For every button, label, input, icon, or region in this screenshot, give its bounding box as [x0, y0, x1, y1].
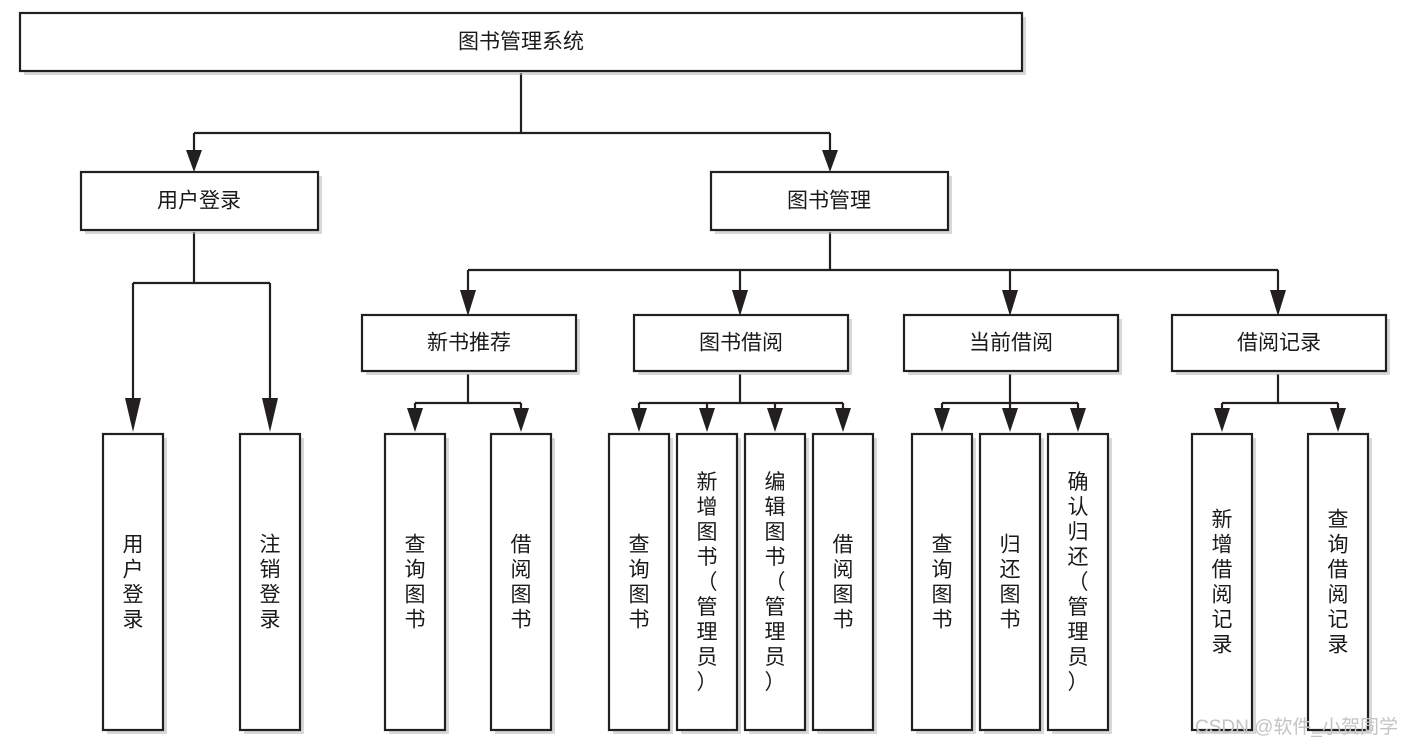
- node-leaf-user-login-label: 用户登录: [123, 534, 144, 632]
- node-book-management-box: [709, 170, 950, 232]
- node-new-book-recommend-box: [360, 313, 578, 373]
- arrow-user-login: [186, 150, 202, 172]
- node-leaf-borrow-book-box: [811, 432, 875, 732]
- arrow-query-book-recommend: [407, 408, 423, 432]
- node-leaf-query-borrow-record-box: [1306, 432, 1370, 732]
- node-leaf-return-book-label: 归还图书: [1000, 534, 1021, 632]
- node-leaf-confirm-return-label: 确认归还（管理员）: [1068, 471, 1089, 694]
- arrow-add-borrow-record: [1214, 408, 1230, 432]
- node-current-borrow[interactable]: 当前借阅: [902, 313, 1122, 375]
- node-leaf-return-book[interactable]: 归还图书: [978, 432, 1044, 734]
- node-leaf-borrow-book-recommend-label: 借阅图书: [511, 534, 532, 632]
- arrow-book-borrow: [732, 290, 748, 316]
- node-leaf-borrow-book-recommend[interactable]: 借阅图书: [489, 432, 555, 734]
- node-leaf-add-borrow-record-box: [1190, 432, 1254, 732]
- arrow-edit-book: [767, 408, 783, 432]
- node-root-box: [18, 11, 1024, 73]
- node-book-management-label: 图书管理: [787, 190, 871, 213]
- node-leaf-user-logout-box: [238, 432, 302, 732]
- arrow-borrow-record: [1270, 290, 1286, 316]
- arrow-new-book-recommend: [460, 290, 476, 316]
- node-root-label: 图书管理系统: [458, 31, 584, 54]
- node-leaf-confirm-return[interactable]: 确认归还（管理员）: [1046, 432, 1112, 734]
- node-leaf-query-book-recommend-label: 查询图书: [405, 534, 426, 632]
- node-borrow-record-box: [1170, 313, 1388, 373]
- arrow-add-book: [699, 408, 715, 432]
- node-root[interactable]: 图书管理系统: [18, 11, 1026, 75]
- node-leaf-query-book-recommend-box: [383, 432, 447, 732]
- arrow-book-management: [822, 150, 838, 172]
- node-current-borrow-label: 当前借阅: [969, 332, 1053, 355]
- node-new-book-recommend[interactable]: 新书推荐: [360, 313, 580, 375]
- node-leaf-query-borrow-record[interactable]: 查询借阅记录: [1306, 432, 1372, 734]
- node-new-book-recommend-label: 新书推荐: [427, 332, 511, 355]
- arrow-borrow-book: [835, 408, 851, 432]
- arrow-current-borrow: [1002, 290, 1018, 316]
- node-leaf-confirm-return-box: [1046, 432, 1110, 732]
- node-leaf-query-book-current-label: 查询图书: [932, 534, 953, 632]
- arrow-borrow-book-recommend: [513, 408, 529, 432]
- node-borrow-record-label: 借阅记录: [1237, 332, 1321, 355]
- node-book-borrow-label: 图书借阅: [699, 332, 783, 355]
- node-book-management[interactable]: 图书管理: [709, 170, 952, 234]
- arrow-confirm-return: [1070, 408, 1086, 432]
- node-leaf-add-book-label: 新增图书（管理员）: [697, 471, 718, 694]
- node-leaf-borrow-book-recommend-box: [489, 432, 553, 732]
- node-user-login[interactable]: 用户登录: [79, 170, 322, 234]
- arrow-query-book-current: [934, 408, 950, 432]
- csdn-watermark: CSDN @软件_小贺同学: [1195, 716, 1398, 738]
- node-leaf-query-book-borrow[interactable]: 查询图书: [607, 432, 673, 734]
- node-leaf-query-book-borrow-label: 查询图书: [629, 534, 650, 632]
- node-leaf-borrow-book-label: 借阅图书: [833, 534, 854, 632]
- node-leaf-add-borrow-record-label: 新增借阅记录: [1212, 509, 1233, 657]
- arrow-return-book: [1002, 408, 1018, 432]
- node-book-borrow[interactable]: 图书借阅: [632, 313, 852, 375]
- node-leaf-user-login-box: [101, 432, 165, 732]
- arrow-query-borrow-record: [1330, 408, 1346, 432]
- node-leaf-query-book-recommend[interactable]: 查询图书: [383, 432, 449, 734]
- node-leaf-query-borrow-record-label: 查询借阅记录: [1328, 509, 1349, 657]
- node-user-login-label: 用户登录: [157, 190, 241, 213]
- node-leaf-user-logout-label: 注销登录: [260, 534, 281, 632]
- node-leaf-query-book-current[interactable]: 查询图书: [910, 432, 976, 734]
- node-book-borrow-box: [632, 313, 850, 373]
- node-leaf-query-book-current-box: [910, 432, 974, 732]
- node-current-borrow-box: [902, 313, 1120, 373]
- node-leaf-edit-book[interactable]: 编辑图书（管理员）: [743, 432, 809, 734]
- arrow-query-book-borrow: [631, 408, 647, 432]
- node-leaf-user-login[interactable]: 用户登录: [101, 432, 167, 734]
- connector-layer: [125, 73, 1346, 432]
- node-leaf-add-book[interactable]: 新增图书（管理员）: [675, 432, 741, 734]
- arrow-leaf-user-login: [125, 398, 141, 432]
- node-leaf-query-book-borrow-box: [607, 432, 671, 732]
- arrow-leaf-user-logout: [262, 398, 278, 432]
- node-leaf-return-book-box: [978, 432, 1042, 732]
- node-leaf-borrow-book[interactable]: 借阅图书: [811, 432, 877, 734]
- node-leaf-add-borrow-record[interactable]: 新增借阅记录: [1190, 432, 1256, 734]
- node-borrow-record[interactable]: 借阅记录: [1170, 313, 1390, 375]
- node-leaf-edit-book-label: 编辑图书（管理员）: [765, 471, 786, 694]
- node-leaf-add-book-box: [675, 432, 739, 732]
- node-leaf-user-logout[interactable]: 注销登录: [238, 432, 304, 734]
- node-leaf-edit-book-box: [743, 432, 807, 732]
- node-user-login-box: [79, 170, 320, 232]
